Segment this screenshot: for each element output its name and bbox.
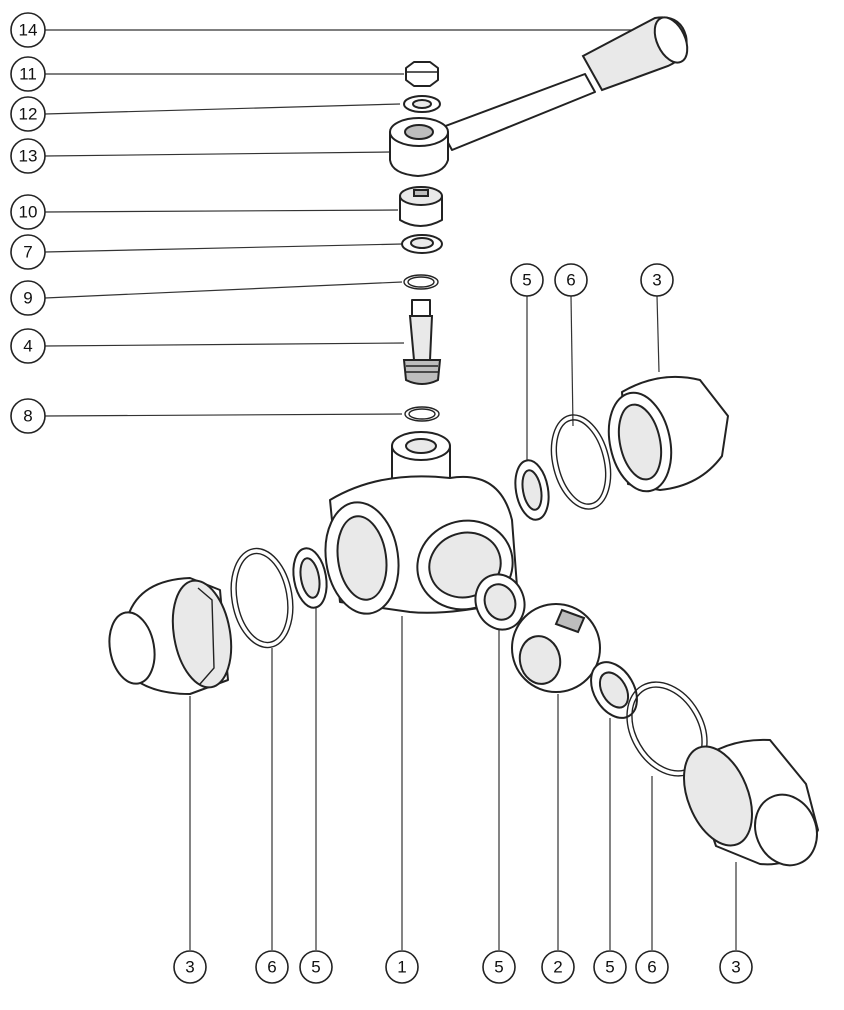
callout-bottom-3-left: 3 [173, 950, 207, 984]
callout-bottom-6-right-label: 6 [647, 958, 656, 977]
leader-top-6 [570, 295, 574, 427]
o-ring-9 [403, 274, 439, 290]
callout-12: 12 [10, 96, 46, 132]
callout-bottom-5-mid: 5 [482, 950, 516, 984]
bushing-inner [410, 237, 434, 249]
callout-bottom-5-left: 5 [299, 950, 333, 984]
ball-port [518, 635, 562, 685]
body-neck-bore [405, 438, 437, 454]
leader-top-3 [656, 295, 660, 373]
leader-lines [44, 29, 737, 950]
callout-11-label: 11 [19, 65, 37, 84]
lower-union-pipe-face [754, 793, 818, 867]
left-union-nut [171, 579, 233, 689]
left-gasket-6 [230, 547, 294, 649]
callout-13-label: 13 [19, 147, 38, 166]
body-port-left-inner [336, 515, 388, 601]
callout-14: 14 [10, 12, 46, 48]
leader-12 [44, 103, 401, 115]
callout-7: 7 [10, 234, 46, 270]
o-ring-8 [404, 406, 440, 422]
leader-4 [44, 342, 405, 347]
callout-top-6: 6 [554, 263, 588, 297]
callout-top-3-label: 3 [652, 271, 661, 290]
callout-10-label: 10 [19, 203, 38, 222]
callout-bottom-2-label: 2 [553, 958, 562, 977]
ball-slot [554, 608, 586, 634]
callout-14-label: 14 [19, 21, 38, 40]
nut [405, 61, 439, 87]
callout-top-5-label: 5 [522, 271, 531, 290]
callout-bottom-2: 2 [541, 950, 575, 984]
callout-bottom-5-right-label: 5 [605, 958, 614, 977]
callout-bottom-5-left-label: 5 [311, 958, 320, 977]
stop-plate-notch [413, 189, 429, 197]
left-union-nut-flats [197, 587, 215, 685]
callout-top-5: 5 [510, 263, 544, 297]
valve-body [324, 431, 519, 615]
handle-assembly [389, 16, 689, 177]
callout-bottom-6-right: 6 [635, 950, 669, 984]
callout-7-label: 7 [23, 243, 32, 262]
left-seat-5-inner [299, 557, 321, 599]
leader-13 [44, 151, 391, 157]
leader-10 [44, 209, 399, 213]
stem-stack [399, 186, 443, 422]
callout-bottom-5-mid-label: 5 [494, 958, 503, 977]
mid-seat-5-inner [483, 583, 517, 621]
lower-seat-5-inner [598, 671, 630, 709]
upper-gasket-6 [550, 414, 612, 510]
callout-8: 8 [10, 398, 46, 434]
callouts: 14 11 12 13 10 7 9 4 8 5 6 3 3 6 5 1 5 2… [10, 12, 753, 984]
o-ring-9-inner [407, 276, 435, 288]
stem-shaft [408, 315, 434, 361]
callout-9: 9 [10, 280, 46, 316]
washer-hole [412, 99, 432, 109]
upper-gasket-6-inner [555, 419, 607, 505]
callout-top-3: 3 [640, 263, 674, 297]
leader-9 [44, 281, 403, 299]
upper-union-bore [617, 403, 663, 481]
lower-union-nut [683, 745, 753, 847]
mid-seat-group [474, 573, 526, 631]
stem-collar-ridges [406, 365, 438, 373]
callout-bottom-1-label: 1 [397, 958, 406, 977]
leader-8 [44, 413, 403, 417]
handle-head-bore [404, 124, 434, 140]
callout-bottom-1: 1 [385, 950, 419, 984]
callout-4-label: 4 [23, 337, 32, 356]
callout-bottom-3-right-label: 3 [731, 958, 740, 977]
callout-8-label: 8 [23, 407, 32, 426]
lower-right-end-group [590, 661, 819, 867]
callout-top-6-label: 6 [566, 271, 575, 290]
callout-bottom-5-right: 5 [593, 950, 627, 984]
handle-grip-end [653, 16, 689, 64]
left-union-pipe-face [108, 611, 156, 685]
leader-7 [44, 243, 403, 253]
callout-11: 11 [10, 56, 46, 92]
callout-4: 4 [10, 328, 46, 364]
left-end-group [108, 547, 328, 695]
o-ring-8-inner [408, 408, 436, 420]
ball [511, 603, 601, 693]
callout-bottom-6-left-label: 6 [267, 958, 276, 977]
upper-seat-5-inner [521, 469, 543, 511]
callout-9-label: 9 [23, 289, 32, 308]
left-gasket-6-inner [235, 552, 289, 644]
upper-right-end-group [514, 375, 729, 521]
callout-bottom-3-left-label: 3 [185, 958, 194, 977]
callout-13: 13 [10, 138, 46, 174]
callout-bottom-3-right: 3 [719, 950, 753, 984]
stem-top [411, 299, 431, 317]
nut-and-washer [403, 61, 441, 113]
callout-12-label: 12 [19, 105, 38, 124]
callout-10: 10 [10, 194, 46, 230]
handle-lever [439, 73, 596, 151]
callout-bottom-6-left: 6 [255, 950, 289, 984]
